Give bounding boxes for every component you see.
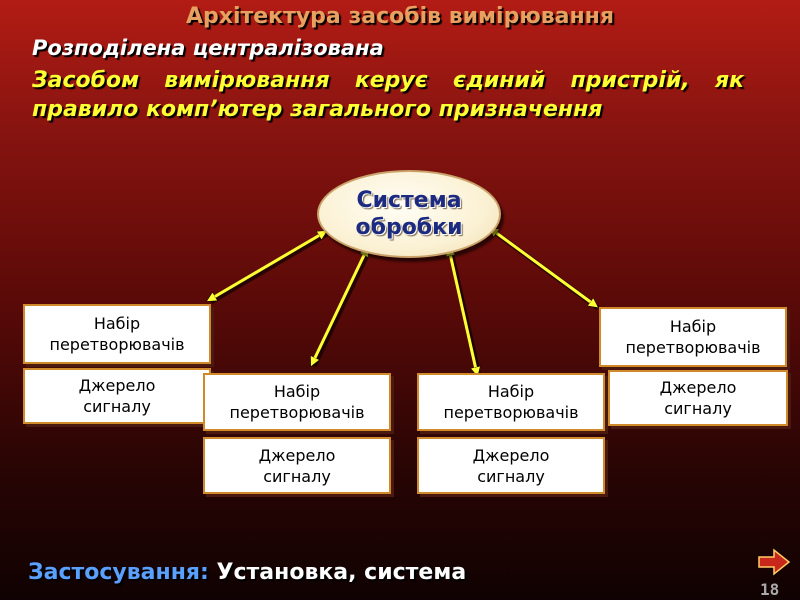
converter-set-label: Набір	[669, 317, 717, 336]
slide-title: Архітектура засобів вимірювання	[185, 4, 614, 29]
converter-set-label: Набір	[487, 382, 535, 401]
converter-set-box-1: Набір перетворювачів	[23, 304, 211, 364]
slide-number: 18	[760, 580, 780, 599]
signal-source-label: сигналу	[664, 399, 732, 418]
converter-set-label: Набір	[93, 314, 141, 333]
converter-set-box-2: Набір перетворювачів	[203, 373, 391, 431]
converter-set-label: перетворювачів	[443, 403, 579, 422]
architecture-type-heading: Розподілена централізована	[32, 36, 384, 60]
converter-set-label: перетворювачів	[625, 338, 761, 357]
applications-footer: Застосування: Установка, система	[28, 560, 466, 585]
signal-source-label: сигналу	[477, 466, 545, 486]
signal-source-label: сигналу	[83, 397, 151, 416]
converter-set-label: перетворювачів	[49, 335, 185, 354]
architecture-description: Засобом вимірювання керує єдиний пристрі…	[32, 68, 744, 122]
signal-source-box-1: Джерело сигналу	[23, 368, 211, 424]
converter-set-box-4: Набір перетворювачів	[599, 307, 787, 367]
signal-source-label: Джерело	[78, 376, 156, 395]
converter-set-label: перетворювачів	[229, 403, 365, 422]
signal-source-label: сигналу	[263, 466, 331, 486]
signal-source-label: Джерело	[258, 445, 336, 465]
converter-set-label: Набір	[273, 382, 321, 401]
arrow-to-module-2	[312, 249, 367, 364]
signal-source-box-4: Джерело сигналу	[608, 370, 788, 426]
signal-source-label: Джерело	[472, 445, 550, 465]
arrow-to-module-3	[449, 249, 477, 374]
applications-value: Установка, система	[216, 560, 467, 585]
converter-set-box-3: Набір перетворювачів	[417, 373, 605, 431]
arrow-to-module-1	[209, 232, 325, 300]
processing-system-label-line2: обробки	[355, 215, 463, 240]
arrow-to-module-4	[491, 229, 596, 306]
processing-system-label-line1: Система	[356, 188, 462, 213]
signal-source-label: Джерело	[659, 378, 737, 397]
applications-label: Застосування:	[28, 560, 209, 585]
next-arrow-icon[interactable]	[756, 548, 792, 576]
